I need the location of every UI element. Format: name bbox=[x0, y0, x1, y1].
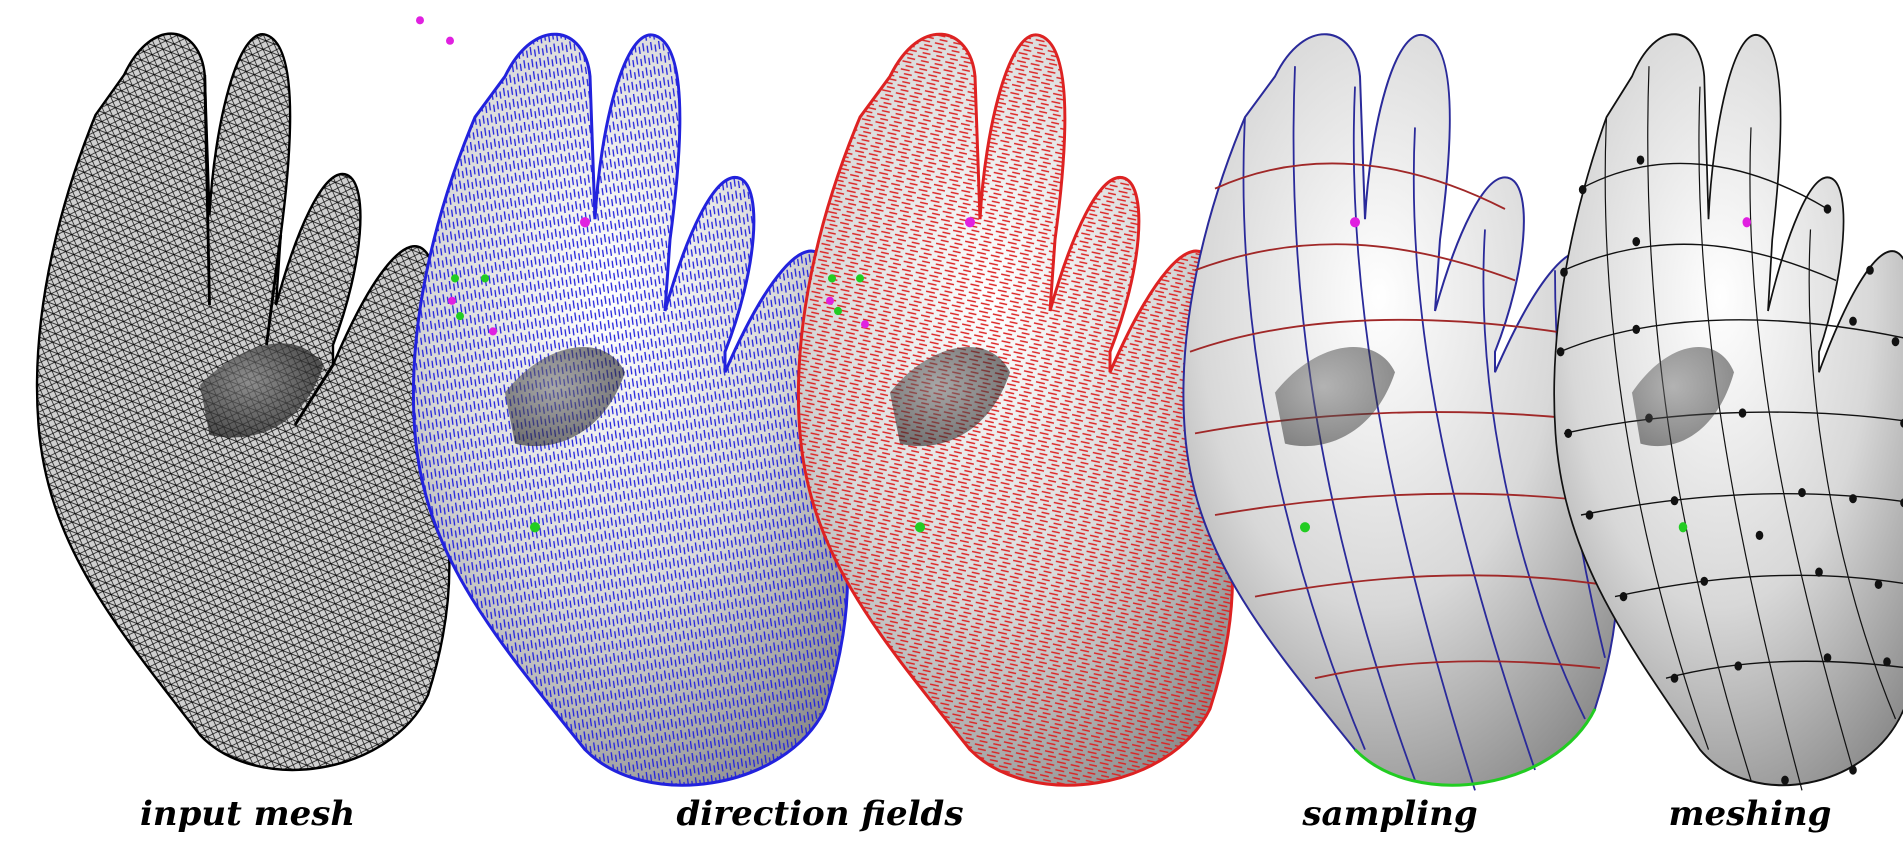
singularity-point bbox=[451, 274, 459, 282]
singularity-point bbox=[448, 297, 456, 305]
caption-sampling: sampling bbox=[1300, 792, 1480, 836]
singularity-point bbox=[416, 16, 424, 24]
input-mesh-hand bbox=[37, 34, 449, 770]
singularity-point bbox=[481, 274, 489, 282]
caption-direction-fields: direction fields bbox=[670, 792, 970, 836]
singularity-point bbox=[456, 312, 464, 320]
singularity-point bbox=[826, 297, 834, 305]
singularity-point bbox=[530, 522, 540, 532]
singularity-point bbox=[828, 274, 836, 282]
singularity-point bbox=[856, 274, 864, 282]
meshing-hand bbox=[1554, 34, 1903, 790]
red-direction-field-hand bbox=[798, 34, 1232, 785]
singularity-point bbox=[834, 307, 842, 315]
singularity-point bbox=[965, 217, 975, 227]
singularity-point bbox=[580, 217, 590, 227]
caption-meshing: meshing bbox=[1665, 792, 1835, 836]
singularity-point bbox=[446, 37, 454, 45]
caption-input-mesh: input mesh bbox=[140, 792, 350, 836]
blue-direction-field-hand bbox=[413, 16, 847, 785]
singularity-point bbox=[1743, 217, 1752, 227]
singularity-point bbox=[1300, 522, 1310, 532]
singularity-point bbox=[1679, 522, 1688, 532]
singularity-point bbox=[915, 522, 925, 532]
singularity-point bbox=[489, 327, 497, 335]
singularity-point bbox=[861, 320, 869, 328]
singularity-point bbox=[1350, 217, 1360, 227]
